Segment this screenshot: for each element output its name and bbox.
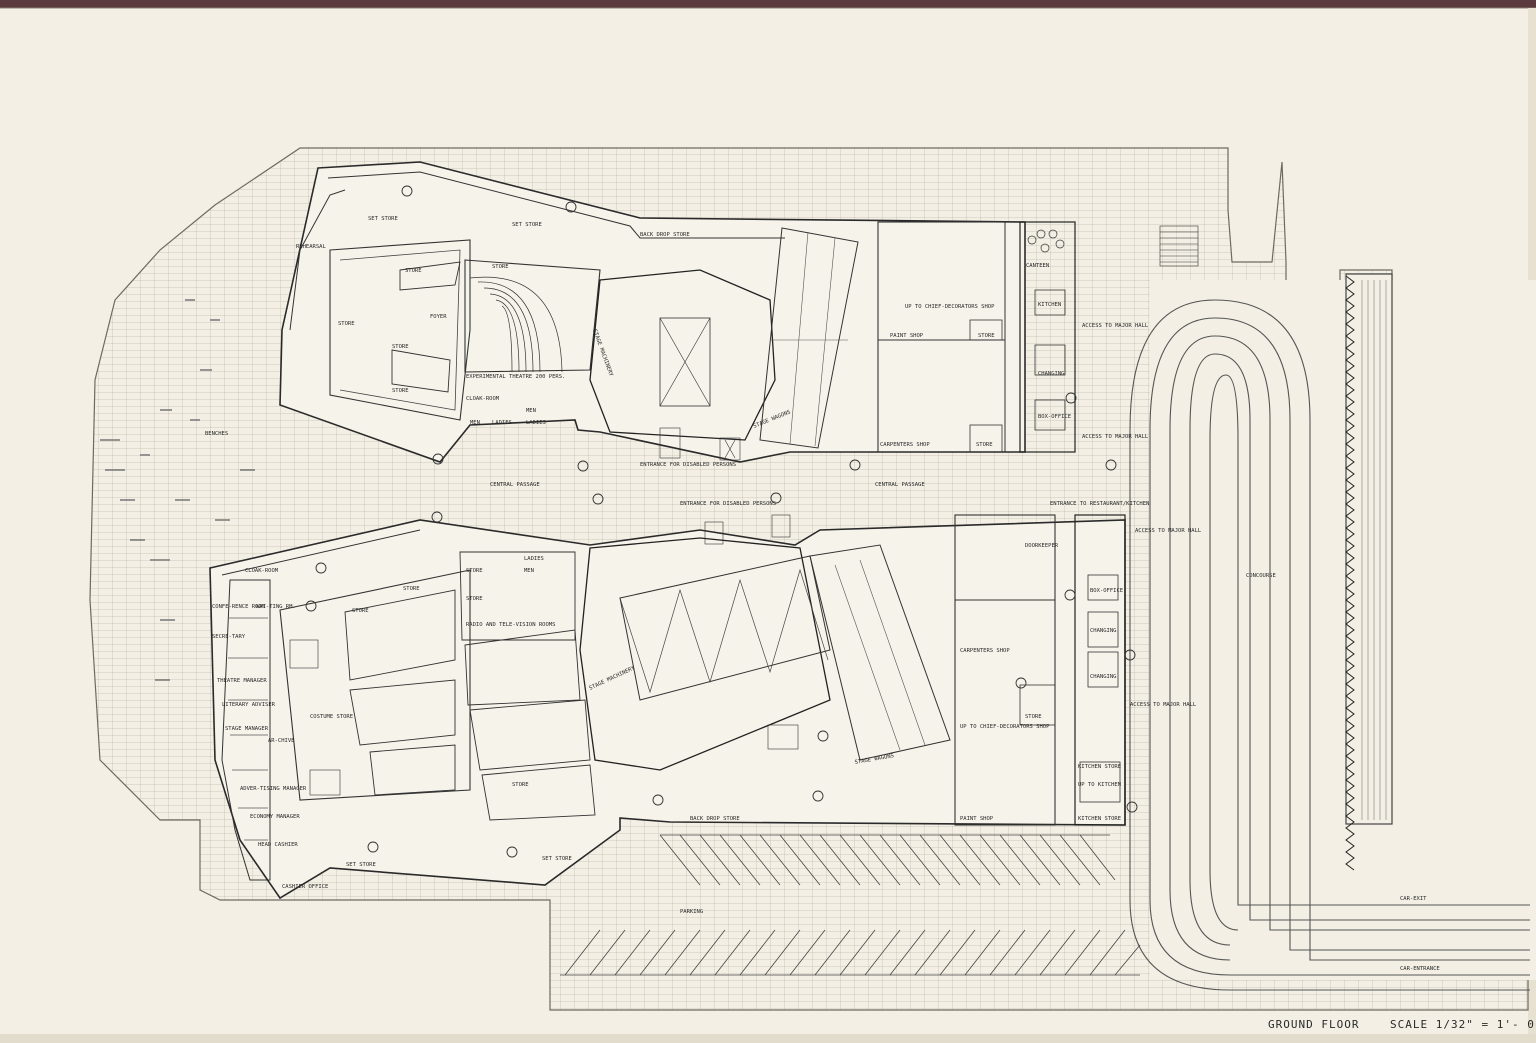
label-car-exit: CAR-EXIT (1400, 896, 1427, 902)
label-kitchen-store-2: KITCHEN STORE (1078, 816, 1121, 822)
label-store-upper-1: STORE (405, 268, 422, 274)
upper-building (279, 161, 1199, 463)
label-up-to-chief-decorators-upper: UP TO CHIEF-DECORATORS SHOP (905, 304, 995, 310)
columns (305, 185, 1138, 858)
label-changing-lower-2: CHANGING (1090, 674, 1117, 680)
label-cashier-office: CASHIER OFFICE (282, 884, 328, 890)
label-box-office-upper: BOX-OFFICE (1038, 414, 1071, 420)
label-men-upper: MEN (470, 420, 480, 426)
label-cloak-room-lower: CLOAK-ROOM (245, 568, 279, 574)
label-head-cashier: HEAD CASHIER (258, 842, 298, 848)
label-access-major-hall-2: ACCESS TO MAJOR HALL (1082, 434, 1149, 440)
label-up-to-chief-decorators-lower: UP TO CHIEF-DECORATORS SHOP (960, 724, 1050, 730)
label-stage-manager: STAGE MANAGER (225, 726, 269, 732)
label-store-upper-6: STORE (978, 333, 995, 339)
label-set-store-upper-2: SET STORE (512, 222, 542, 228)
label-paint-shop-upper: PAINT SHOP (890, 333, 924, 339)
drawing-scale: SCALE 1/32" = 1'- 0" (1390, 1018, 1536, 1031)
label-store-lower-2: STORE (466, 568, 483, 574)
plan-labels: SET STORE SET STORE BACK DROP STORE REHE… (205, 216, 1440, 972)
label-men-upper-2: MEN (526, 408, 536, 414)
label-parking: PARKING (680, 909, 703, 915)
label-carpenters-shop-upper: CARPENTERS SHOP (880, 442, 930, 448)
label-store-upper-4: STORE (392, 344, 409, 350)
label-access-major-hall-4: ACCESS TO MAJOR HALL (1130, 702, 1197, 708)
label-store-lower-6: STORE (512, 782, 529, 788)
label-secretary: SECRE-TARY (212, 634, 246, 640)
lower-building (209, 514, 1126, 900)
label-kitchen-store-1: KITCHEN STORE (1078, 764, 1121, 770)
label-back-drop-store-upper: BACK DROP STORE (640, 232, 690, 238)
label-store-lower-3: STORE (466, 596, 483, 602)
label-kitchen: KITCHEN (1038, 302, 1061, 308)
label-box-office-lower: BOX-OFFICE (1090, 588, 1123, 594)
label-literary-adviser: LITERARY ADVISER (222, 702, 276, 708)
label-cloak-room-upper: CLOAK-ROOM (466, 396, 500, 402)
label-changing-upper: CHANGING (1038, 371, 1065, 377)
benches-landscape (100, 299, 255, 681)
label-experimental-theatre: EXPERIMENTAL THEATRE 200 PERS. (466, 374, 565, 380)
title-block: GROUND FLOOR SCALE 1/32" = 1'- 0" (1268, 1018, 1536, 1031)
label-back-drop-store-lower: BACK DROP STORE (690, 816, 740, 822)
label-doorkeeper: DOORKEEPER (1025, 543, 1059, 549)
label-radio-tv-rooms: RADIO AND TELE-VISION ROOMS (466, 622, 555, 628)
label-ladies-upper: LADIES (492, 420, 512, 426)
label-foyer: FOYER (430, 314, 447, 320)
label-conference-room: CONFE-RENCE ROOM (212, 604, 266, 610)
label-men-lower: MEN (524, 568, 534, 574)
covered-walkway (1345, 273, 1393, 871)
label-ladies-upper-2: LADIES (526, 420, 546, 426)
label-store-lower-1: STORE (1025, 714, 1042, 720)
label-store-upper-7: STORE (976, 442, 993, 448)
label-set-store-lower-1: SET STORE (346, 862, 376, 868)
concourse-road (1129, 280, 1536, 991)
parking-stalls (560, 834, 1141, 976)
label-store-upper-2: STORE (492, 264, 509, 270)
label-rehearsal: REHEARSAL (296, 244, 326, 250)
label-set-store-lower-2: SET STORE (542, 856, 572, 862)
label-entrance-restaurant: ENTRANCE TO RESTAURANT/KITCHEN (1050, 501, 1149, 507)
label-carpenters-shop-lower: CARPENTERS SHOP (960, 648, 1010, 654)
label-store-lower-4: STORE (403, 586, 420, 592)
label-set-store-upper: SET STORE (368, 216, 398, 222)
label-archive: AR-CHIVE (268, 738, 295, 744)
label-canteen: CANTEEN (1026, 263, 1049, 269)
label-benches: BENCHES (205, 431, 228, 437)
label-concourse: CONCOURSE (1246, 573, 1276, 579)
label-entrance-disabled-1: ENTRANCE FOR DISABLED PERSONS (640, 462, 736, 468)
label-waiting-rm: WAI-TING RM. (256, 604, 296, 610)
label-store-upper-5: STORE (392, 388, 409, 394)
label-store-upper-3: STORE (338, 321, 355, 327)
label-advertising-manager: ADVER-TISING MANAGER (240, 786, 307, 792)
label-access-major-hall-1: ACCESS TO MAJOR HALL (1082, 323, 1149, 329)
label-costume-store: COSTUME STORE (310, 714, 353, 720)
label-central-passage-1: CENTRAL PASSAGE (490, 482, 540, 488)
label-central-passage-2: CENTRAL PASSAGE (875, 482, 925, 488)
label-up-to-kitchen: UP TO KITCHEN (1078, 782, 1121, 788)
label-ladies-lower: LADIES (524, 556, 544, 562)
label-access-major-hall-3: ACCESS TO MAJOR HALL (1135, 528, 1202, 534)
label-entrance-disabled-2: ENTRANCE FOR DISABLED PERSONS (680, 501, 776, 507)
label-economy-manager: ECONOMY MANAGER (250, 814, 300, 820)
label-theatre-manager: THEATRE MANAGER (217, 678, 267, 684)
label-store-lower-5: STORE (352, 608, 369, 614)
drawing-title: GROUND FLOOR (1268, 1018, 1359, 1031)
label-paint-shop-lower: PAINT SHOP (960, 816, 994, 822)
label-car-entrance: CAR-ENTRANCE (1400, 966, 1440, 972)
label-changing-lower-1: CHANGING (1090, 628, 1117, 634)
